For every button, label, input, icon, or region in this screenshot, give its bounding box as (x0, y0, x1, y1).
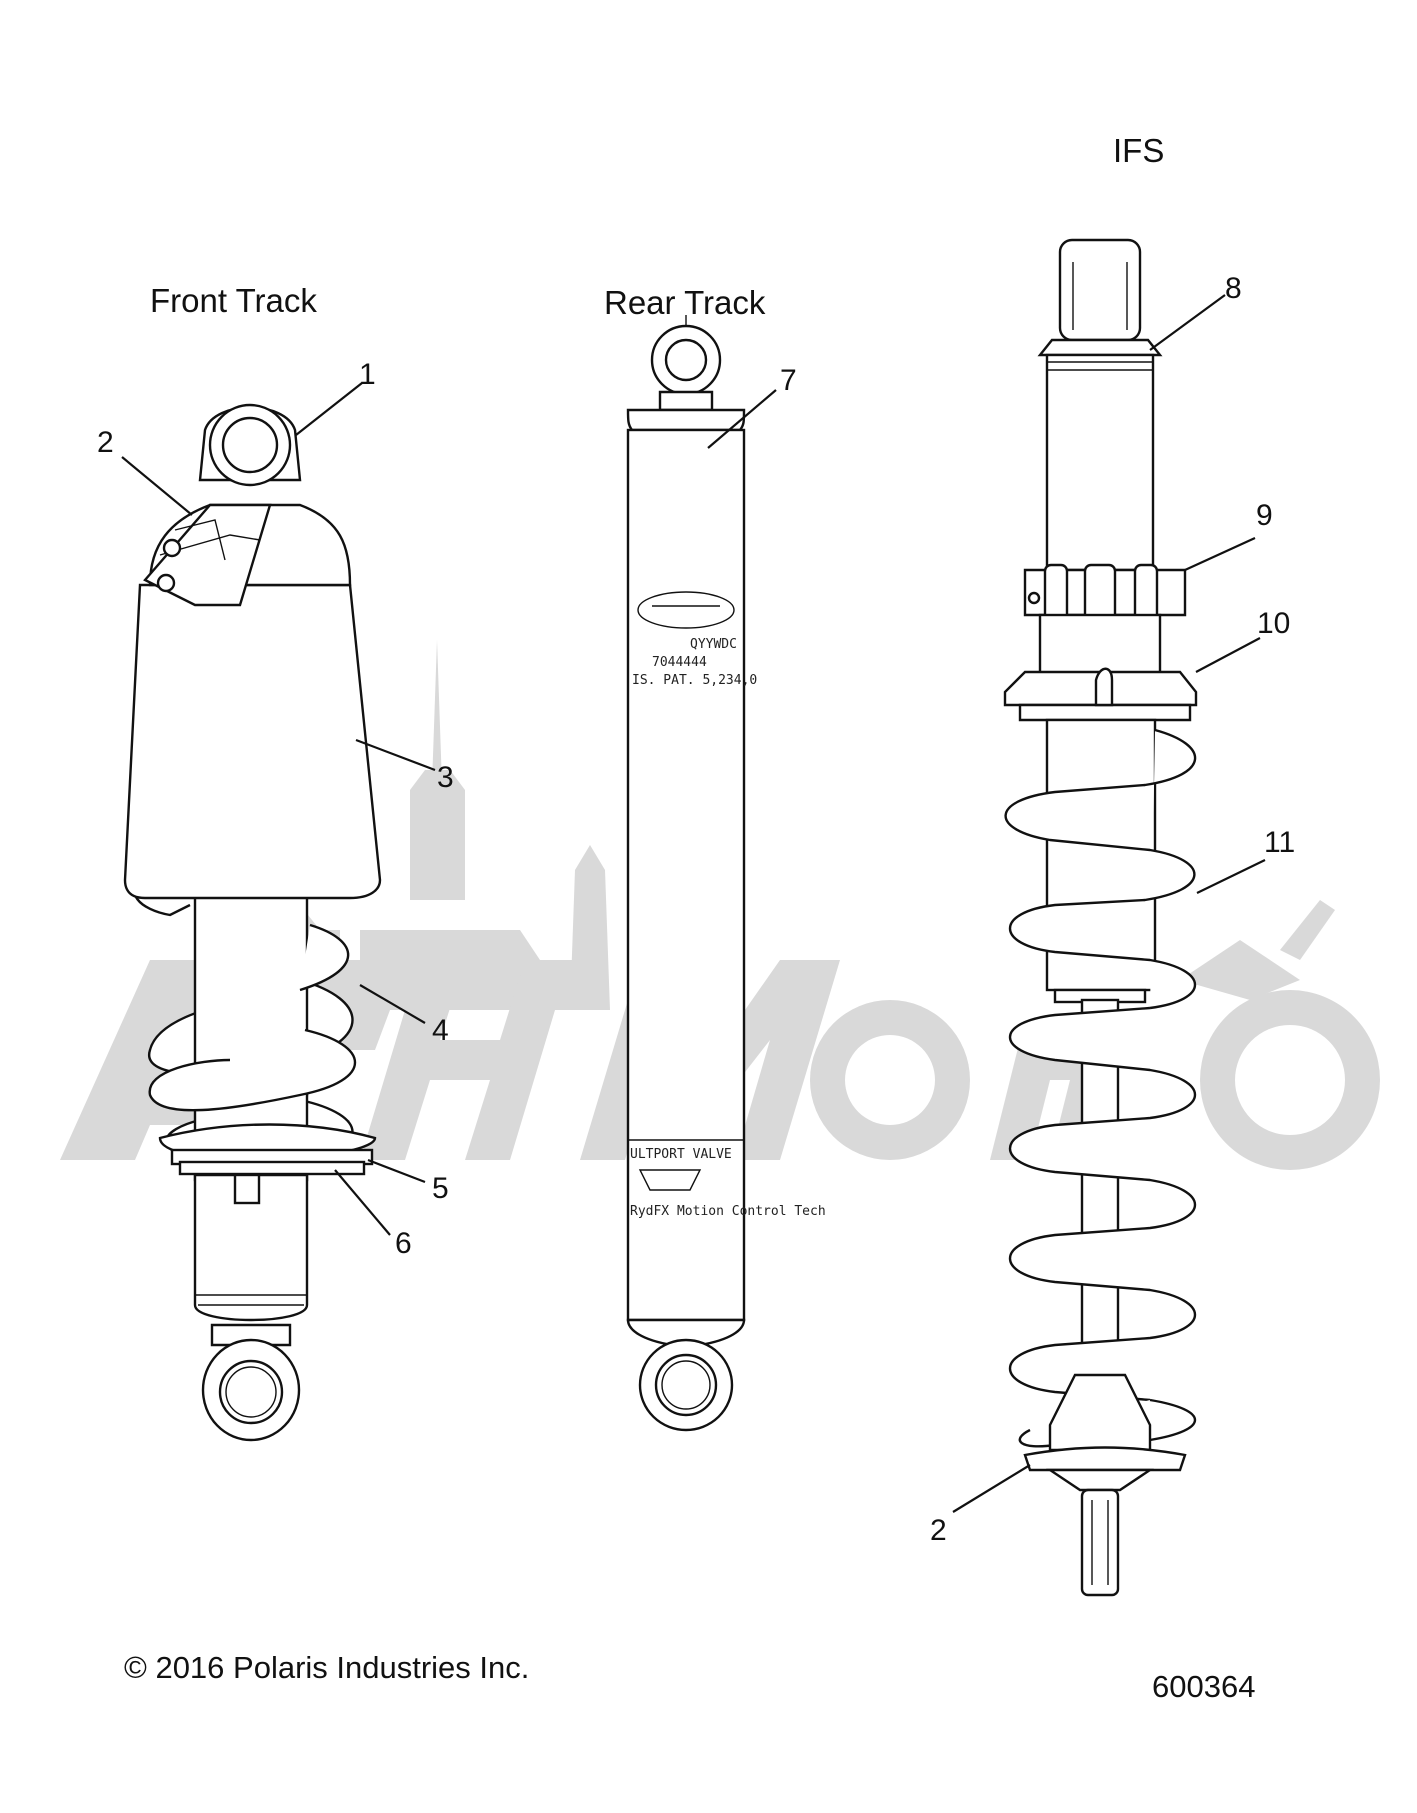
shock-print-line3: IS. PAT. 5,234,0 (632, 673, 757, 688)
shock-print-valve: ULTPORT VALVE (630, 1147, 732, 1162)
section-title-rear-track: Rear Track (604, 284, 766, 321)
callout-11: 11 (1264, 826, 1295, 859)
callout-2-ifs: 2 (930, 1514, 947, 1547)
callout-numbers: 1 2 3 4 5 6 7 8 9 10 11 2 (97, 272, 1295, 1547)
callout-1: 1 (359, 358, 376, 391)
callout-8: 8 (1225, 272, 1242, 305)
copyright: © 2016 Polaris Industries Inc. (124, 1650, 529, 1685)
callout-6: 6 (395, 1227, 412, 1260)
callout-4: 4 (432, 1014, 449, 1047)
shock-print-control: RydFX Motion Control Tech (630, 1204, 826, 1219)
callout-5: 5 (432, 1172, 449, 1205)
callout-leaders (121, 294, 1266, 1513)
callout-10: 10 (1257, 607, 1290, 640)
callout-2: 2 (97, 426, 114, 459)
front-track-shock (123, 403, 382, 1442)
callout-7: 7 (780, 364, 797, 397)
diagram-id: 600364 (1152, 1669, 1255, 1704)
callout-3: 3 (437, 761, 454, 794)
shock-print-line1: QYYWDC (690, 637, 737, 652)
rear-track-shock: QYYWDC 7044444 IS. PAT. 5,234,0 ULTPORT … (626, 315, 826, 1432)
section-title-front-track: Front Track (150, 282, 317, 319)
shock-print-line2: 7044444 (652, 655, 707, 670)
ifs-shock (1003, 238, 1198, 1597)
callout-9: 9 (1256, 499, 1273, 532)
section-title-ifs: IFS (1113, 132, 1164, 169)
